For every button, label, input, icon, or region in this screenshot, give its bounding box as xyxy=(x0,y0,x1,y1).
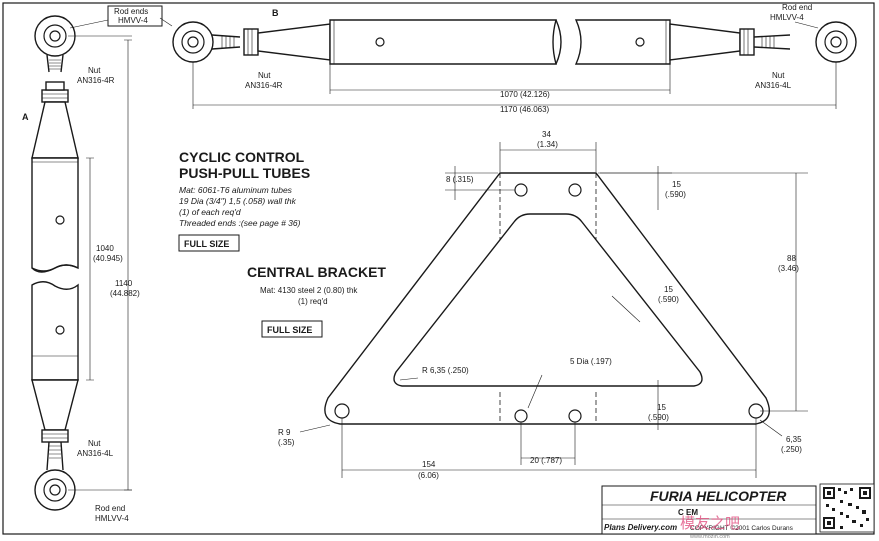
bracket-spec-2: (1) req'd xyxy=(298,297,328,306)
nut-left xyxy=(243,28,259,56)
tubes-spec-3: (1) of each req'd xyxy=(179,207,241,217)
label-rod-ends-hmvv-1: Rod ends xyxy=(114,7,148,16)
tubes-spec-2: 19 Dia (3/4") 1,5 (.058) wall thk xyxy=(179,196,297,206)
tube-notes: CYCLIC CONTROL PUSH-PULL TUBES Mat: 6061… xyxy=(178,149,310,252)
title-block-subtitle: C EM xyxy=(678,508,698,517)
dim-34-in: (1.34) xyxy=(537,140,558,149)
label-rod-ends-hmvv-2: HMVV-4 xyxy=(118,16,148,25)
bracket-hole-bottom-right xyxy=(568,409,582,423)
copyright: COPYRIGHT ©2001 Carlos Durans xyxy=(690,524,794,532)
dim-88-in: (3.46) xyxy=(778,264,799,273)
dim-15-mid: 15 xyxy=(664,285,673,294)
central-bracket: CENTRAL BRACKET Mat: 4130 steel 2 (0.80)… xyxy=(247,130,808,480)
bracket-title: CENTRAL BRACKET xyxy=(247,264,386,280)
dim-15-bot: 15 xyxy=(657,403,666,412)
brand-title: FURIA HELICOPTER xyxy=(650,488,787,504)
title-block: FURIA HELICOPTER C EM Plans Delivery.com… xyxy=(601,485,817,540)
dim-15-top-in: (.590) xyxy=(665,190,686,199)
watermark: 模友之吧 xyxy=(680,514,740,532)
label-view-b: B xyxy=(272,8,279,18)
label-view-a: A xyxy=(22,112,29,122)
bracket-hole-top-right xyxy=(568,183,582,197)
label-dim-b-1070: 1070 (42.126) xyxy=(500,90,550,99)
label-dim-a-1040-in: (40.945) xyxy=(93,254,123,263)
dim-r9: R 9 xyxy=(278,428,291,437)
tubes-spec-4: Threaded ends :(see page # 36) xyxy=(179,218,301,228)
bracket-hole-bottom-left xyxy=(514,409,528,423)
label-nut-a-bot-2: AN316-4L xyxy=(77,449,114,458)
nut-bottom xyxy=(41,429,69,443)
label-rod-end-b-right-2: HMLVV-4 xyxy=(770,13,804,22)
bracket-cutout xyxy=(393,213,703,387)
dim-154-in: (6.06) xyxy=(418,471,439,480)
dim-88: 88 xyxy=(787,254,796,263)
dim-15-bot-in: (.590) xyxy=(648,413,669,422)
tubes-spec-1: Mat: 6061-T6 aluminum tubes xyxy=(179,185,293,195)
tube-view-a: A Rod ends HMVV-4 Nut AN316-4R 1040 (40.… xyxy=(22,5,163,523)
label-dim-a-1040: 1040 xyxy=(96,244,114,253)
label-nut-b-right-2: AN316-4L xyxy=(755,81,792,90)
label-dim-a-1140: 1140 xyxy=(115,279,133,288)
nut-right xyxy=(739,28,755,56)
dim-34: 34 xyxy=(542,130,551,139)
label-rod-end-b-right-1: Rod end xyxy=(782,3,812,12)
dim-r635: R 6,35 (.250) xyxy=(422,366,469,375)
bracket-full-size: FULL SIZE xyxy=(267,325,312,335)
label-rod-end-a-bot-1: Rod end xyxy=(95,504,125,513)
bracket-hole-far-left xyxy=(334,403,350,419)
dim-8: 8 (.315) xyxy=(446,175,474,184)
label-nut-b-left-2: AN316-4R xyxy=(245,81,283,90)
plans-delivery: Plans Delivery.com xyxy=(604,523,677,532)
dim-15-top: 15 xyxy=(672,180,681,189)
tubes-title-1: CYCLIC CONTROL xyxy=(179,149,305,165)
nut-top xyxy=(41,89,69,103)
qr-code xyxy=(819,483,875,533)
dim-r9-in: (.35) xyxy=(278,438,295,447)
label-nut-a-bot-1: Nut xyxy=(88,439,101,448)
label-nut-b-left-1: Nut xyxy=(258,71,271,80)
dim-635: 6,35 xyxy=(786,435,802,444)
label-nut-b-right-1: Nut xyxy=(772,71,785,80)
dim-154: 154 xyxy=(422,460,436,469)
watermark-url: www.mozih.com xyxy=(689,534,730,540)
label-rod-end-a-bot-2: HMLVV-4 xyxy=(95,514,129,523)
dim-20: 20 (.787) xyxy=(530,456,562,465)
tube-view-b: B Nut AN316-4R Rod end HMLVV xyxy=(159,3,857,114)
dim-5dia: 5 Dia (.197) xyxy=(570,357,612,366)
sheet-border xyxy=(2,2,875,535)
label-dim-b-1170: 1170 (46.063) xyxy=(500,105,550,114)
dim-635-in: (.250) xyxy=(781,445,802,454)
tubes-full-size: FULL SIZE xyxy=(184,239,229,249)
bracket-hole-top-left xyxy=(514,183,528,197)
dim-15-mid-in: (.590) xyxy=(658,295,679,304)
label-nut-a-top-1: Nut xyxy=(88,66,101,75)
bracket-spec-1: Mat: 4130 steel 2 (0.80) thk xyxy=(260,286,358,295)
label-nut-a-top-2: AN316-4R xyxy=(77,76,115,85)
tubes-title-2: PUSH-PULL TUBES xyxy=(179,165,310,181)
label-dim-a-1140-in: (44.882) xyxy=(110,289,140,298)
